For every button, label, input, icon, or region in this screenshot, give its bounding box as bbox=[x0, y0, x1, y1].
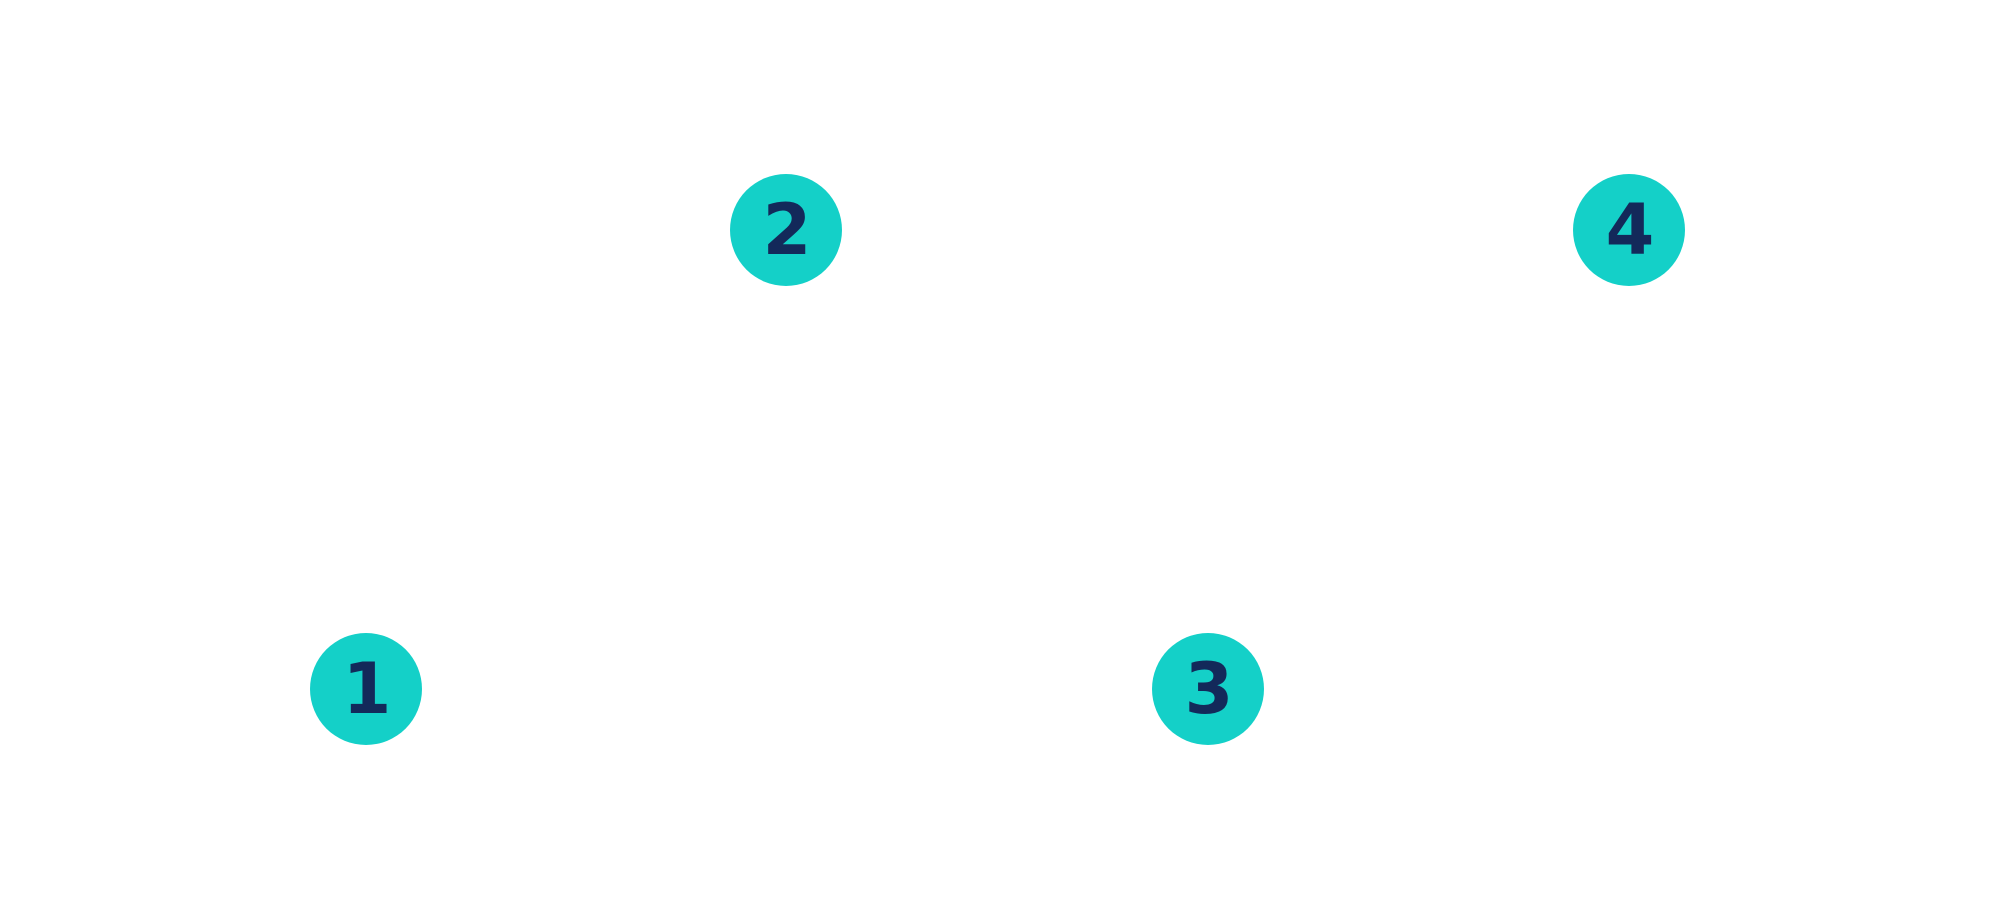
step-marker-4: 4 bbox=[1573, 174, 1685, 286]
step-number: 1 bbox=[342, 648, 392, 730]
step-number: 2 bbox=[762, 189, 812, 271]
step-number: 4 bbox=[1605, 189, 1655, 271]
step-marker-1: 1 bbox=[310, 633, 422, 745]
step-number: 3 bbox=[1184, 648, 1234, 730]
step-marker-2: 2 bbox=[730, 174, 842, 286]
step-marker-3: 3 bbox=[1152, 633, 1264, 745]
